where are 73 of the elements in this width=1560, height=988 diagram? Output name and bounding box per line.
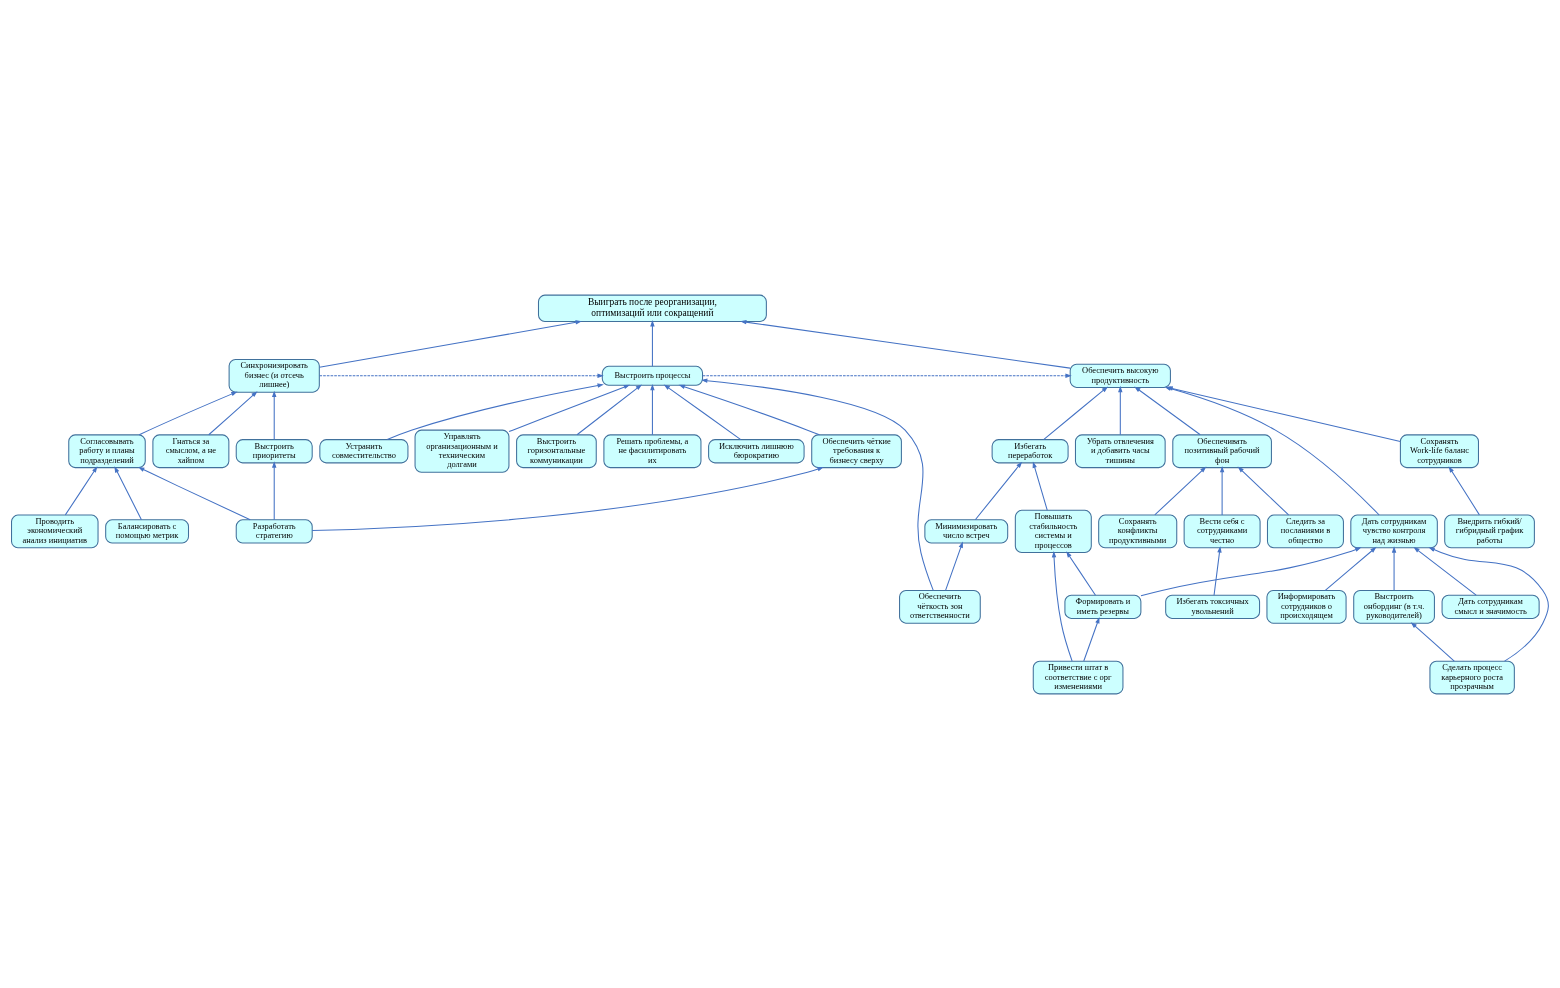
arrow [678, 384, 820, 435]
node-box: Избегать переработок [991, 438, 1069, 463]
node-box: Гнаться за смыслом, а не хайпом [152, 433, 230, 468]
arrow [508, 384, 631, 432]
arrow [114, 465, 142, 520]
node-box: Повышать стабильность системы и процессов [1014, 509, 1092, 553]
node-box: Сделать процесс карьерного роста прозрачным [1429, 660, 1515, 694]
node-box: Решать проблемы, а не фасилитировать их [603, 433, 702, 468]
node-box: Формировать и иметь резервы [1064, 594, 1142, 619]
node-box: Обеспечить чёткость зон ответственности [899, 589, 981, 624]
node-box: Дать сотрудникам смысл и значимость [1441, 594, 1540, 619]
arrow [272, 460, 277, 520]
arrow [945, 541, 963, 591]
node-box: Минимизировать число встреч [924, 518, 1009, 544]
arrow [318, 319, 582, 368]
arrow [1219, 465, 1225, 515]
arrow [1413, 546, 1477, 596]
arrow [386, 382, 604, 440]
arrow [1051, 550, 1073, 662]
arrow [1118, 385, 1123, 435]
node-box: Внедрить гибкий/ гибридный график работы [1444, 514, 1535, 548]
arrow [1213, 545, 1222, 596]
arrow [311, 466, 824, 531]
arrow [1448, 465, 1480, 515]
node-box: Сохранять конфликты продуктивными [1098, 514, 1178, 548]
node-box: Исключить лишнюю бюрократию [708, 438, 805, 463]
node-box: Синхронизировать бизнес (и отсечь лишнее) [228, 358, 320, 393]
arrow [663, 383, 742, 440]
arrow [272, 390, 277, 440]
arrow [974, 461, 1023, 520]
node-box: Обеспечить чёткие требования к бизнесу сверху [811, 433, 902, 468]
node-box: Выстроить онбординг (в т.ч. руководителей) [1353, 589, 1435, 624]
arrow [576, 383, 642, 435]
arrow [1083, 616, 1100, 662]
arrow [1324, 546, 1377, 591]
node-box: Балансировать с помощью метрик [105, 518, 190, 544]
arrow [701, 378, 934, 591]
arrow [208, 390, 258, 435]
node-box: Разработать стратегию [235, 518, 313, 544]
arrow [702, 373, 1072, 378]
node-box: Согласовывать работу и планы подразделений [68, 433, 146, 468]
node-box: Сохранять Work-life баланс сотрудников [1399, 433, 1479, 468]
arrow [318, 373, 604, 378]
node-box: Информировать сотрудников о происходящем [1266, 589, 1347, 624]
arrow [1066, 550, 1096, 596]
node-box: Обеспечить высокую продуктивность [1069, 363, 1171, 388]
arrow [1410, 621, 1455, 662]
node-box: Привести штат в соответствие с орг изменениями [1032, 660, 1124, 694]
node-box: Проводить экономический анализ инициатив [11, 514, 99, 548]
node-box: Вести себя с сотрудниками честно [1183, 514, 1261, 548]
arrow [1428, 546, 1549, 662]
node-box: Избегать токсичных увольнений [1165, 594, 1261, 619]
arrow [64, 465, 98, 515]
node-box: Выстроить горизонтальные коммуникации [516, 433, 597, 468]
node-box: Дать сотрудникам чувство контроля над жизнью [1350, 514, 1438, 548]
node-box: Убрать отвлечения и добавить часы тишины [1074, 433, 1166, 468]
node-box: Устранить совместительство [319, 438, 409, 463]
arrow [1140, 546, 1362, 596]
node-box: Обеспечивать позитивный рабочий фон [1172, 433, 1272, 468]
node-box: Выстроить процессы [601, 365, 704, 386]
arrow [1154, 466, 1207, 515]
arrow [1043, 385, 1109, 440]
arrow [1032, 460, 1048, 511]
node-box: Следить за посланиями в общество [1266, 514, 1344, 548]
arrow [650, 383, 655, 435]
arrow [138, 466, 251, 520]
arrow [740, 319, 1071, 369]
arrow [1391, 545, 1397, 591]
node-box: Выстроить приоритеты [235, 438, 313, 463]
arrow [650, 319, 655, 367]
node-box: Управлять организационным и техническим долгами [414, 429, 510, 473]
arrow [1237, 466, 1290, 515]
arrow [138, 391, 238, 435]
